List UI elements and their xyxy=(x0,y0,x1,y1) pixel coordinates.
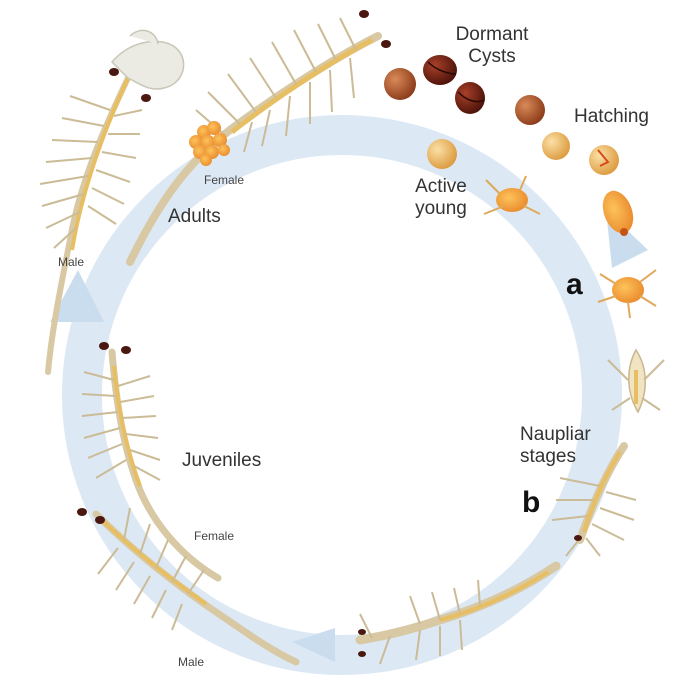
active-young-line1: Active xyxy=(406,176,476,198)
dormant-cysts-line2: Cysts xyxy=(442,46,542,68)
dormant-cysts-line1: Dormant xyxy=(442,24,542,46)
hatching-label: Hatching xyxy=(574,106,649,128)
adults-label: Adults xyxy=(168,206,221,228)
naupliar-line2: stages xyxy=(520,446,591,468)
juveniles-label: Juveniles xyxy=(182,450,261,472)
male-juvenile-label: Male xyxy=(178,656,204,670)
active-young-line2: young xyxy=(406,198,476,220)
marker-b: b xyxy=(522,486,540,521)
male-adult-label: Male xyxy=(58,256,84,270)
active-young-label: Active young xyxy=(406,176,476,220)
female-adult-label: Female xyxy=(204,174,244,188)
naupliar-stages-label: Naupliar stages xyxy=(520,424,591,468)
female-juvenile-label: Female xyxy=(194,530,234,544)
marker-a: a xyxy=(566,268,583,303)
naupliar-line1: Naupliar xyxy=(520,424,591,446)
dormant-cysts-label: Dormant Cysts xyxy=(442,24,542,68)
